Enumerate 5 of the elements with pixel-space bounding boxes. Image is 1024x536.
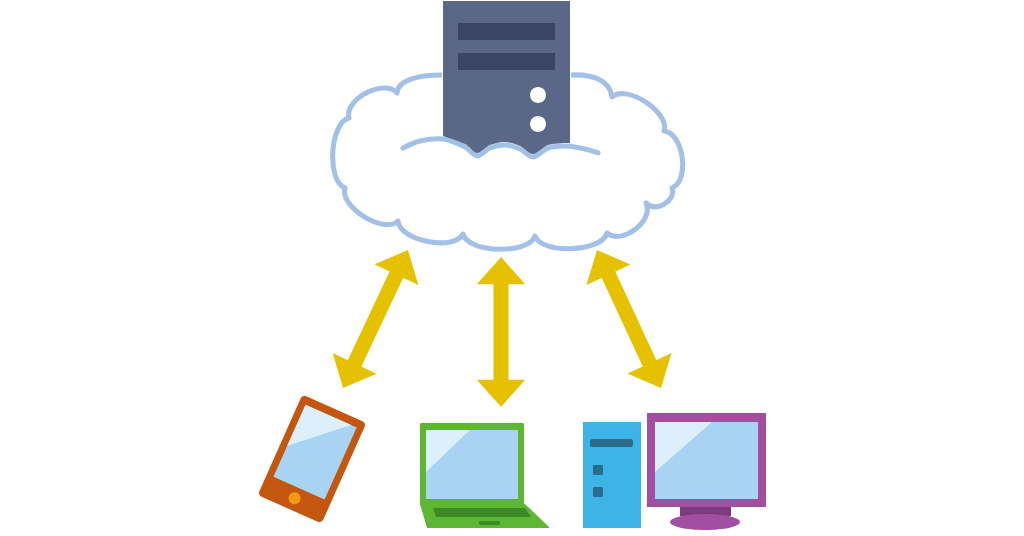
desktop-computer-picture: [583, 413, 766, 530]
server-picture: [443, 1, 570, 154]
smartphone-picture: [259, 395, 365, 523]
laptop-picture: [420, 423, 550, 528]
cloud: [330, 72, 685, 252]
